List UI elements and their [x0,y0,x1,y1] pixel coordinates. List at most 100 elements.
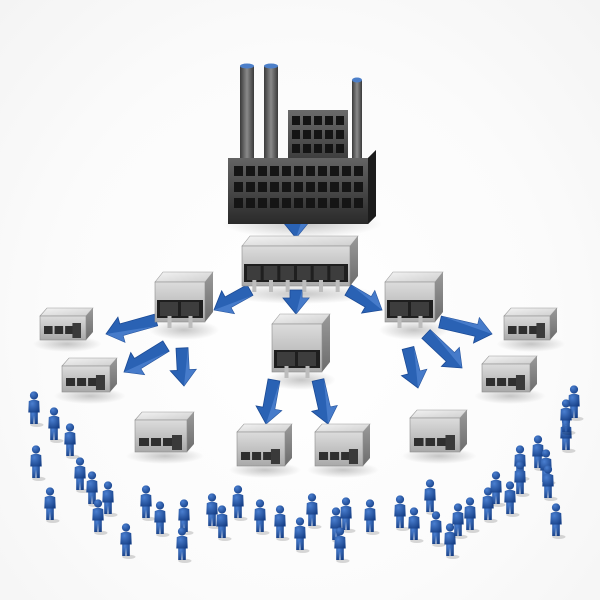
window [163,438,173,446]
person-icon [424,479,440,515]
loading-dock [280,266,294,280]
person-icon [560,399,576,435]
person-icon [490,471,506,507]
window [497,378,507,386]
person-icon [464,497,480,533]
person-icon [408,507,424,543]
warehouse-icon [241,235,359,292]
customers-layer [28,385,584,563]
person-icon [364,499,380,535]
warehouse-icon [271,313,331,378]
person-icon [306,493,322,529]
person-icon [140,485,156,521]
store-icon [39,307,94,341]
warehouse-icon [154,271,214,328]
window [518,326,528,334]
person-icon [482,487,498,523]
person-icon [176,527,192,563]
loading-dock [297,266,311,280]
loading-dock [181,302,199,316]
arrow-down-icon [255,378,283,425]
window [54,326,64,334]
person-icon [452,503,468,539]
person-icon [568,385,584,421]
person-icon [430,511,446,547]
loading-dock [390,302,408,316]
person-icon [294,517,310,553]
store-icon [134,411,195,453]
window [77,378,87,386]
window [319,452,329,460]
loading-dock [313,266,328,280]
door [445,435,455,450]
arrow-down-icon [344,284,383,314]
person-icon [206,493,222,529]
factory-icon [228,63,376,224]
window [252,452,262,460]
person-icon [48,407,64,443]
store-icon [481,355,538,393]
arrow-down-icon [169,347,197,387]
door [348,449,358,464]
window [151,438,161,446]
person-icon [64,423,80,459]
loading-dock [330,266,344,280]
person-icon [340,497,356,533]
window [263,452,273,460]
arrow-down-icon [421,329,463,369]
window [65,326,74,334]
warehouse-icon [384,271,444,328]
window [425,438,436,446]
person-icon [550,503,566,539]
smokestack [352,80,362,170]
window [330,452,340,460]
window [508,378,518,386]
window [508,326,517,334]
loading-dock [298,352,316,366]
door [536,323,545,338]
store-icon [503,307,558,341]
person-icon [44,487,60,523]
person-icon [216,505,232,541]
person-icon [532,435,548,471]
arrow-down-icon [213,284,254,315]
store-icon [314,423,371,467]
person-icon [542,465,558,501]
person-icon [74,457,90,493]
arrow-down-icon [282,289,310,315]
person-icon [154,501,170,537]
door [95,375,105,390]
window [44,326,53,334]
door [72,323,81,338]
person-icon [28,391,44,427]
buildings-layer [39,63,558,467]
smokestack [240,66,254,158]
person-icon [334,527,350,563]
window [486,378,496,386]
smokestack [264,66,278,158]
window [437,438,447,446]
window [139,438,149,446]
loading-dock [160,302,178,316]
loading-dock [263,266,278,280]
door [270,449,280,464]
store-icon [236,423,293,467]
person-icon [232,485,248,521]
arrow-down-icon [438,315,493,344]
window [529,326,538,334]
person-icon [394,495,410,531]
loading-dock [277,352,295,366]
person-icon [444,523,460,559]
window [66,378,76,386]
arrow-down-icon [123,340,170,376]
person-icon [514,461,530,497]
person-icon [102,481,118,517]
person-icon [92,499,108,535]
arrow-down-icon [105,313,159,343]
person-icon [504,481,520,517]
person-icon [274,505,290,541]
arrow-down-icon [310,378,338,425]
store-icon [61,357,118,393]
